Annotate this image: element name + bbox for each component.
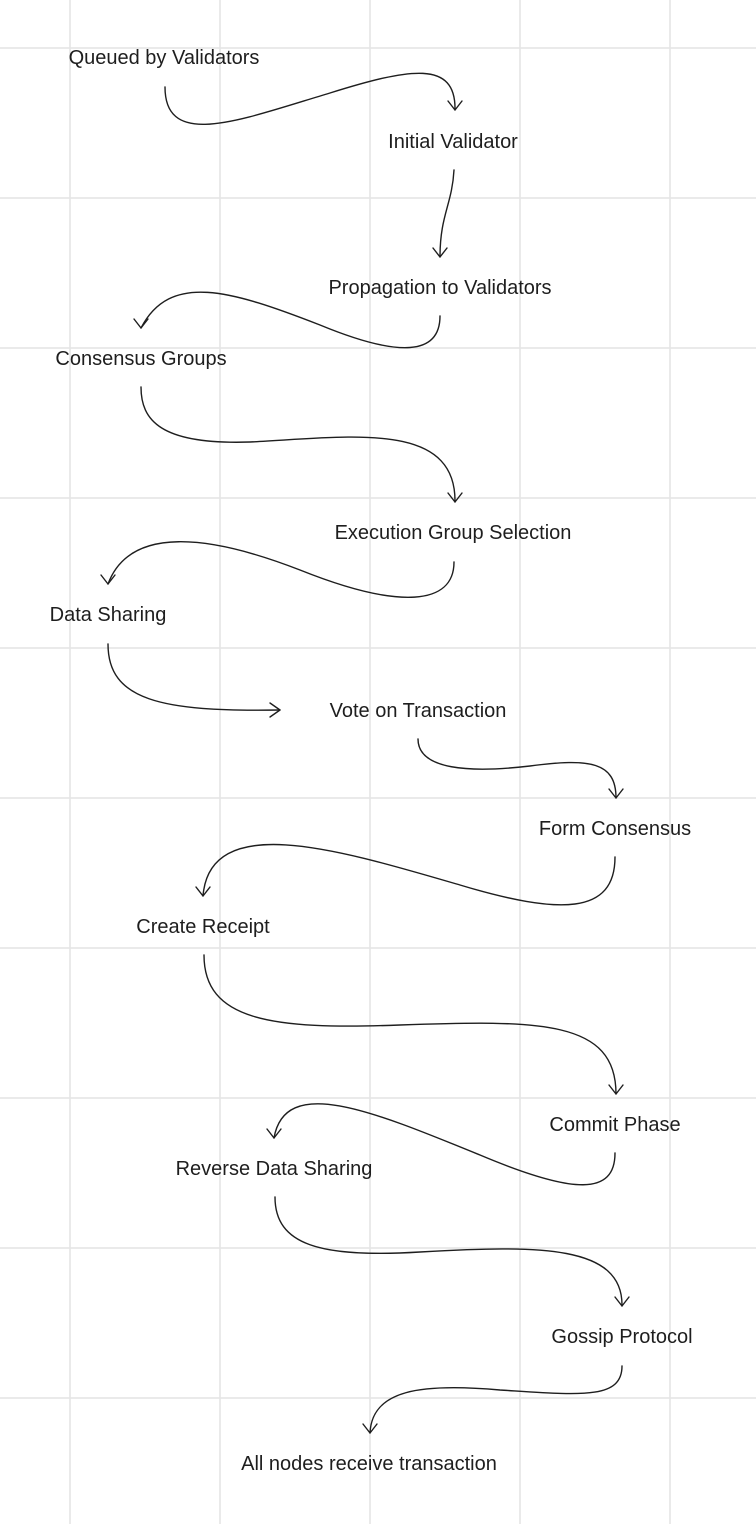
arrowhead-icon	[608, 788, 624, 799]
node-commit-phase[interactable]: Commit Phase	[549, 1114, 681, 1136]
node-queued-by-validators[interactable]: Queued by Validators	[68, 47, 260, 69]
arrowhead-icon	[266, 1128, 282, 1139]
arrowhead-icon	[447, 492, 463, 503]
flow-arrow	[274, 1196, 630, 1307]
arrow-line	[273, 1103, 616, 1186]
arrowhead-icon	[195, 886, 211, 897]
node-reverse-data-sharing[interactable]: Reverse Data Sharing	[175, 1158, 373, 1180]
arrow-line	[274, 1196, 623, 1307]
arrow-line	[140, 386, 456, 503]
arrow-line	[140, 291, 441, 349]
node-initial-validator[interactable]: Initial Validator	[388, 131, 518, 153]
flow-arrow	[266, 1103, 616, 1186]
arrow-line	[369, 1365, 623, 1434]
flow-arrow	[432, 169, 455, 258]
arrowhead-icon	[100, 574, 116, 585]
flow-arrow	[195, 843, 616, 906]
node-gossip-protocol[interactable]: Gossip Protocol	[551, 1326, 693, 1348]
node-form-consensus[interactable]: Form Consensus	[538, 818, 692, 840]
arrowhead-icon	[133, 318, 149, 329]
arrowhead-icon	[432, 247, 448, 258]
flow-arrow	[164, 72, 463, 126]
flow-arrow	[140, 386, 463, 503]
flow-arrow	[107, 643, 281, 718]
arrow-line	[417, 738, 617, 799]
arrowhead-icon	[614, 1296, 630, 1307]
node-vote-on-transaction[interactable]: Vote on Transaction	[329, 700, 507, 722]
arrow-line	[164, 72, 456, 126]
arrow-line	[107, 643, 281, 711]
flow-arrow	[203, 954, 624, 1095]
node-create-receipt[interactable]: Create Receipt	[136, 916, 270, 938]
arrow-line	[439, 169, 455, 258]
node-execution-group-selection[interactable]: Execution Group Selection	[334, 522, 572, 544]
flow-arrow	[417, 738, 624, 799]
arrow-line	[203, 954, 617, 1095]
node-consensus-groups[interactable]: Consensus Groups	[55, 348, 227, 370]
flow-arrow	[100, 541, 455, 599]
arrowhead-icon	[608, 1084, 624, 1095]
flow-arrow	[362, 1365, 623, 1434]
node-data-sharing[interactable]: Data Sharing	[49, 604, 167, 626]
arrowhead-icon	[362, 1423, 378, 1434]
node-all-nodes-receive-transaction[interactable]: All nodes receive transaction	[241, 1453, 497, 1475]
arrowhead-icon	[269, 702, 281, 718]
arrow-line	[202, 843, 616, 906]
arrowhead-icon	[447, 100, 463, 111]
arrow-line	[107, 541, 455, 599]
flow-arrow	[133, 291, 441, 349]
node-propagation-to-validators[interactable]: Propagation to Validators	[328, 277, 552, 299]
